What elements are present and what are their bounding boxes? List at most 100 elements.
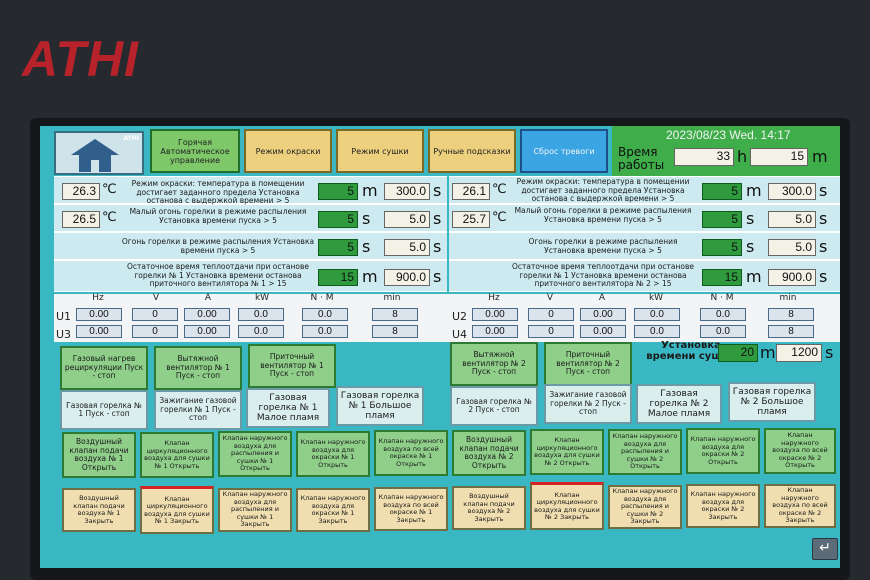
- btn-air-valve-2-close[interactable]: Воздушный клапан подачи воздуха № 2 Закр…: [452, 486, 526, 530]
- u4-kw: 0.0: [634, 325, 680, 338]
- btn-outer-valve-paint-2-close[interactable]: Клапан наружного воздуха для окраски № 2…: [686, 484, 760, 528]
- btn-gas-burner-2-start-stop[interactable]: Газовая горелка № 2 Пуск - стоп: [450, 386, 538, 426]
- minutes-unit: m: [812, 147, 828, 166]
- dry-time-setting-label: Установка времени сушки: [646, 340, 736, 362]
- set-unit-right-2: s: [746, 209, 755, 228]
- nav-paint-mode[interactable]: Режим окраски: [244, 129, 332, 173]
- set-unit-right-1: m: [746, 181, 762, 200]
- u4-a: 0.00: [580, 325, 626, 338]
- work-hours-value: 33: [674, 148, 734, 166]
- btn-air-valve-1-open[interactable]: Воздушный клапан подачи воздуха № 1 Откр…: [62, 432, 136, 478]
- set-left-3[interactable]: 5: [318, 239, 358, 256]
- value-right-2: 5.0: [768, 211, 816, 228]
- value-unit-right-4: s: [819, 267, 828, 286]
- param-row-left-4: [54, 260, 447, 292]
- value-right-1: 300.0: [768, 183, 816, 200]
- nav-alarm-reset[interactable]: Сброс тревоги: [520, 129, 608, 173]
- btn-recirc-valve-1-close[interactable]: Клапан циркуляционного воздуха для сушки…: [140, 486, 214, 534]
- label-u2: U2: [452, 310, 468, 323]
- set-right-3[interactable]: 5: [702, 239, 742, 256]
- btn-recirc-valve-1-open[interactable]: Клапан циркуляционного воздуха для сушки…: [140, 432, 214, 478]
- desc-right-4: Остаточное время теплоотдачи при останов…: [511, 262, 695, 288]
- btn-burner-1-low-flame[interactable]: Газовая горелка № 1 Малое пламя: [246, 388, 330, 428]
- header-min-left: min: [383, 293, 401, 303]
- btn-outer-valve-paint-2-open[interactable]: Клапан наружного воздуха для окраски № 2…: [686, 428, 760, 474]
- desc-left-3: Огонь горелки в режиме распыления Устано…: [121, 237, 315, 255]
- btn-outer-valve-paint-1-open[interactable]: Клапан наружного воздуха для окраски № 1…: [296, 431, 370, 477]
- return-arrow-icon[interactable]: ↵: [812, 538, 838, 560]
- header-a-left: A: [204, 293, 212, 303]
- btn-recirc-valve-2-close[interactable]: Клапан циркуляционного воздуха для сушки…: [530, 482, 604, 530]
- temp-right-1: 26.1: [452, 183, 490, 200]
- btn-burner-2-ignition[interactable]: Зажигание газовой горелки № 2 Пуск - сто…: [544, 384, 632, 424]
- hours-unit: h: [737, 147, 748, 166]
- btn-gas-burner-1-start-stop[interactable]: Газовая горелка № 1 Пуск - стоп: [60, 390, 148, 430]
- btn-outer-valve-spray-1-open[interactable]: Клапан наружного воздуха для распыления …: [218, 431, 292, 477]
- label-u3: U3: [56, 328, 72, 341]
- btn-air-valve-2-open[interactable]: Воздушный клапан подачи воздуха № 2 Откр…: [452, 430, 526, 476]
- btn-outer-valve-all-1-close[interactable]: Клапан наружного воздуха по всей окраске…: [374, 487, 448, 531]
- set-right-4[interactable]: 15: [702, 269, 742, 286]
- value-unit-left-3: s: [433, 237, 442, 256]
- work-time-label: Время работы: [618, 145, 665, 172]
- header-kw-right: kW: [648, 293, 664, 303]
- label-u1: U1: [56, 310, 72, 323]
- set-unit-left-4: m: [362, 267, 378, 286]
- value-left-2: 5.0: [384, 211, 430, 228]
- u4-min: 8: [768, 325, 814, 338]
- value-right-3: 5.0: [768, 239, 816, 256]
- header-hz-left: Hz: [92, 293, 104, 303]
- btn-outer-valve-all-1-open[interactable]: Клапан наружного воздуха по всей окраске…: [374, 430, 448, 476]
- desc-right-1: Режим окраски: температура в помещении д…: [516, 177, 690, 203]
- set-unit-left-1: m: [362, 181, 378, 200]
- set-right-1[interactable]: 5: [702, 183, 742, 200]
- u1-hz: 0.00: [76, 308, 122, 321]
- dry-time-set-unit: m: [760, 343, 776, 362]
- btn-burner-1-high-flame[interactable]: Газовая горелка № 1 Большое пламя: [336, 386, 424, 426]
- set-unit-right-4: m: [746, 267, 762, 286]
- btn-burner-1-ignition[interactable]: Зажигание газовой горелки № 1 Пуск - сто…: [154, 390, 242, 430]
- btn-supply-fan-1-start-stop[interactable]: Приточный вентилятор № 1 Пуск - стоп: [248, 344, 336, 388]
- btn-outer-valve-all-2-close[interactable]: Клапан наружного воздуха по всей окраске…: [764, 484, 836, 528]
- nav-auto-control[interactable]: Горячая Автоматическое управление: [150, 129, 240, 173]
- btn-exhaust-fan-2-start-stop[interactable]: Вытяжной вентилятор № 2 Пуск - стоп: [450, 342, 538, 386]
- desc-right-2: Малый огонь горелки в режиме распыления …: [514, 206, 692, 224]
- u3-min: 8: [372, 325, 418, 338]
- btn-burner-2-high-flame[interactable]: Газовая горелка № 2 Большое пламя: [728, 382, 816, 422]
- set-left-1[interactable]: 5: [318, 183, 358, 200]
- btn-outer-valve-spray-2-close[interactable]: Клапан наружного воздуха для распыления …: [608, 485, 682, 529]
- u3-v: 0: [132, 325, 178, 338]
- value-unit-left-2: s: [433, 209, 442, 228]
- value-unit-left-4: s: [433, 267, 442, 286]
- set-unit-right-3: s: [746, 237, 755, 256]
- dry-time-set[interactable]: 20: [718, 344, 758, 362]
- home-icon: [71, 139, 119, 155]
- btn-exhaust-fan-1-start-stop[interactable]: Вытяжной вентилятор № 1 Пуск - стоп: [154, 346, 242, 390]
- btn-air-valve-1-close[interactable]: Воздушный клапан подачи воздуха № 1 Закр…: [62, 488, 136, 532]
- u4-v: 0: [528, 325, 574, 338]
- set-right-2[interactable]: 5: [702, 211, 742, 228]
- temp-unit-left-1: ℃: [102, 182, 117, 197]
- header-kw-left: kW: [254, 293, 270, 303]
- btn-outer-valve-spray-2-open[interactable]: Клапан наружного воздуха для распыления …: [608, 429, 682, 475]
- nav-manual-hints[interactable]: Ручные подсказки: [428, 129, 516, 173]
- u2-kw: 0.0: [634, 308, 680, 321]
- set-left-2[interactable]: 5: [318, 211, 358, 228]
- btn-recirc-valve-2-open[interactable]: Клапан циркуляционного воздуха для сушки…: [530, 429, 604, 475]
- set-left-4[interactable]: 15: [318, 269, 358, 286]
- home-button[interactable]: ATHI: [54, 131, 144, 175]
- u2-nm: 0.0: [700, 308, 746, 321]
- home-label: ATHI: [123, 135, 139, 142]
- header-v-left: V: [152, 293, 160, 303]
- nav-dry-mode[interactable]: Режим сушки: [336, 129, 424, 173]
- btn-gas-recirc-start-stop[interactable]: Газовый нагрев рециркуляции Пуск - стоп: [60, 346, 148, 390]
- header-hz-right: Hz: [488, 293, 500, 303]
- param-row-left-1: [54, 176, 447, 204]
- value-left-1: 300.0: [384, 183, 430, 200]
- btn-supply-fan-2-start-stop[interactable]: Приточный вентилятор № 2 Пуск - стоп: [544, 342, 632, 386]
- btn-outer-valve-all-2-open[interactable]: Клапан наружного воздуха по всей окраске…: [764, 428, 836, 474]
- temp-left-1: 26.3: [62, 183, 100, 200]
- btn-outer-valve-paint-1-close[interactable]: Клапан наружного воздуха для окраски № 1…: [296, 488, 370, 532]
- btn-burner-2-low-flame[interactable]: Газовая горелка № 2 Малое пламя: [636, 384, 722, 424]
- btn-outer-valve-spray-1-close[interactable]: Клапан наружного воздуха для распыления …: [218, 488, 292, 532]
